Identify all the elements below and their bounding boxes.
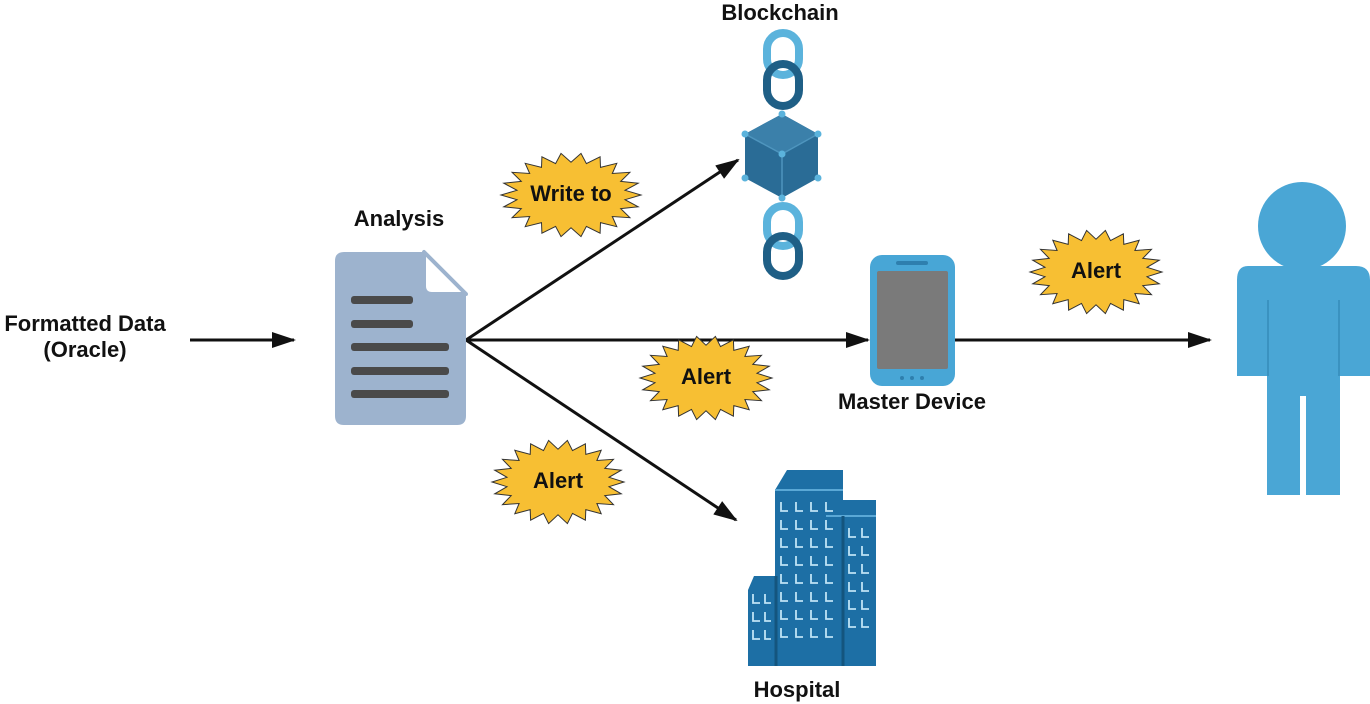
document-icon <box>335 250 468 425</box>
analysis-label: Analysis <box>353 206 445 231</box>
arrow-analysis-to-hospital <box>465 338 738 522</box>
alert-device-badge-label: Alert <box>681 364 732 389</box>
write-to-badge-label: Write to <box>530 181 611 206</box>
alert-hospital-badge-label: Alert <box>533 468 584 493</box>
building-icon <box>748 470 876 666</box>
cube-icon <box>741 110 822 202</box>
alert-hospital-badge: Alert <box>490 439 626 525</box>
alert-device-badge: Alert <box>638 335 774 421</box>
source-label: Formatted Data (Oracle) <box>4 311 165 363</box>
hospital-label: Hospital <box>753 677 841 702</box>
phone-icon <box>870 255 955 386</box>
alert-person-badge-label: Alert <box>1071 258 1122 283</box>
master-device-label: Master Device <box>838 389 986 414</box>
write-to-badge: Write to <box>499 152 643 238</box>
source-label-line1: Formatted Data <box>4 311 166 336</box>
arrow-analysis-to-blockchain <box>465 158 740 342</box>
person-icon <box>1237 182 1370 495</box>
chain-link-icon <box>763 202 803 280</box>
chain-link-icon <box>763 29 803 110</box>
alert-person-badge: Alert <box>1028 229 1164 315</box>
blockchain-label: Blockchain <box>721 0 839 25</box>
source-label-line2: (Oracle) <box>43 337 127 362</box>
